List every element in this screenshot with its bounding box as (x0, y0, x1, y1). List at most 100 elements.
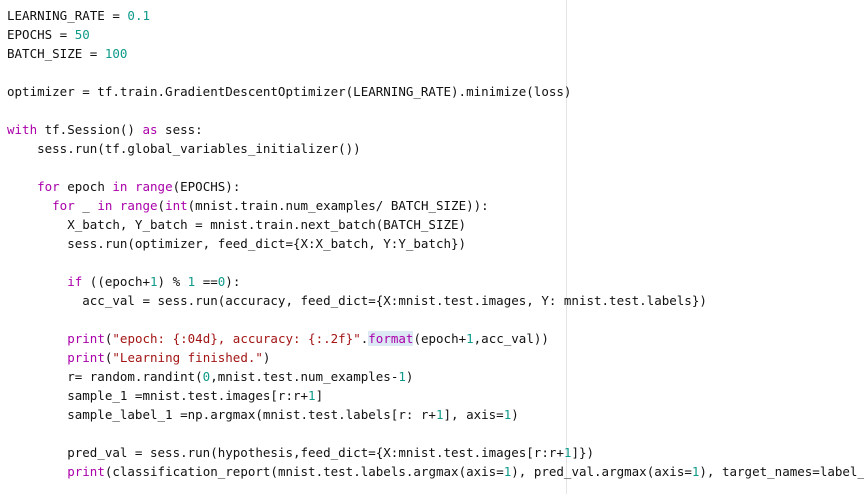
code-token-kw: for (52, 198, 75, 213)
code-line[interactable]: ​ (7, 158, 864, 177)
code-token: sess.run(tf.global_variables_initializer… (7, 141, 361, 156)
code-token-num: 50 (74, 27, 90, 42)
code-token-num: 1 (308, 388, 316, 403)
code-token: _ (74, 198, 98, 213)
code-token (7, 350, 67, 365)
code-token: ( (104, 331, 113, 346)
code-token: ), pred_val.argmax(axis= (511, 464, 692, 479)
code-line[interactable]: print("Learning finished.") (7, 348, 864, 367)
code-token-num: 0 (217, 274, 226, 289)
code-token-bi: range (119, 198, 158, 213)
code-token: ,mnist.test.num_examples- (210, 369, 399, 384)
code-token: ) (405, 369, 414, 384)
code-token-bi: format (368, 331, 414, 346)
code-token: ) (511, 407, 519, 422)
code-line[interactable]: print("epoch: {:04d}, accuracy: {:.2f}".… (7, 329, 864, 348)
code-token-kw: with (7, 122, 38, 137)
code-token (7, 179, 37, 194)
code-line[interactable]: LEARNING_RATE = 0.1 (7, 6, 864, 25)
code-token-num: 1 (187, 274, 196, 289)
code-line[interactable]: pred_val = sess.run(hypothesis,feed_dict… (7, 443, 864, 462)
code-token: ]}) (571, 445, 595, 460)
code-token-kw: for (37, 179, 60, 194)
code-line[interactable]: with tf.Session() as sess: (7, 120, 864, 139)
code-token: EPOCHS = (7, 27, 75, 42)
code-token-num: 1 (503, 464, 512, 479)
code-token-num: 1 (563, 445, 572, 460)
code-line[interactable]: ​ (7, 424, 864, 443)
code-token-str: "epoch: {:04d}, accuracy: {:.2f}" (112, 331, 361, 346)
code-token: pred_val = sess.run(hypothesis,feed_dict… (7, 445, 564, 460)
code-line[interactable]: ​ (7, 253, 864, 272)
code-token: tf.Session() (37, 122, 143, 137)
code-token (7, 198, 52, 213)
code-token: sample_label_1 =np.argmax(mnist.test.lab… (7, 407, 436, 422)
code-token: sample_1 =mnist.test.images[r:r+ (7, 388, 309, 403)
code-line[interactable]: ​ (7, 101, 864, 120)
code-token: BATCH_SIZE = (7, 46, 105, 61)
code-token-num: 1 (435, 407, 444, 422)
code-token-num: 1 (466, 331, 474, 346)
code-token: ): (225, 274, 241, 289)
code-token: (EPOCHS): (172, 179, 241, 194)
code-token: ), target_names=label_names)) (699, 464, 864, 479)
code-token-bi: print (67, 350, 105, 365)
code-token: sess: (157, 122, 203, 137)
code-line[interactable]: sess.run(tf.global_variables_initializer… (7, 139, 864, 158)
code-line[interactable]: for _ in range(int(mnist.train.num_examp… (7, 196, 864, 215)
code-token (112, 198, 120, 213)
code-line[interactable]: sample_label_1 =np.argmax(mnist.test.lab… (7, 405, 864, 424)
code-token: ) (262, 350, 271, 365)
code-token-kw: as (142, 122, 158, 137)
code-token: (mnist.train.num_examples/ BATCH_SIZE)): (187, 198, 489, 213)
code-token: ,acc_val)) (473, 331, 549, 346)
code-token-bi: print (67, 331, 105, 346)
code-token-bi: print (67, 464, 105, 479)
code-token-num: 1 (691, 464, 700, 479)
code-token: ], axis= (443, 407, 504, 422)
code-token: epoch (59, 179, 113, 194)
code-token: r= random.randint( (7, 369, 203, 384)
code-line[interactable]: ​ (7, 310, 864, 329)
code-token: (classification_report(mnist.test.labels… (104, 464, 504, 479)
code-token (7, 274, 67, 289)
code-token-num: 1 (503, 407, 512, 422)
code-token: acc_val = sess.run(accuracy, feed_dict={… (7, 293, 707, 308)
code-line[interactable]: acc_val = sess.run(accuracy, feed_dict={… (7, 291, 864, 310)
code-token-bi: range (134, 179, 173, 194)
code-token-kw: in (97, 198, 113, 213)
code-token: ((epoch+ (82, 274, 151, 289)
code-token-num: 0.1 (127, 8, 150, 23)
code-token: sess.run(optimizer, feed_dict={X:X_batch… (7, 236, 467, 251)
code-token: ) % (157, 274, 188, 289)
code-token: ( (157, 198, 166, 213)
code-line[interactable]: ​ (7, 63, 864, 82)
code-line[interactable]: BATCH_SIZE = 100 (7, 44, 864, 63)
code-token-num: 100 (104, 46, 128, 61)
code-token-kw: in (112, 179, 128, 194)
code-line[interactable]: r= random.randint(0,mnist.test.num_examp… (7, 367, 864, 386)
code-token-num: 0 (202, 369, 211, 384)
code-token: X_batch, Y_batch = mnist.train.next_batc… (7, 217, 467, 232)
code-token (127, 179, 135, 194)
code-line[interactable]: X_batch, Y_batch = mnist.train.next_batc… (7, 215, 864, 234)
code-token-bi: int (165, 198, 188, 213)
code-line[interactable]: for epoch in range(EPOCHS): (7, 177, 864, 196)
code-token-kw: if (67, 274, 83, 289)
code-token (7, 464, 67, 479)
code-line[interactable]: print(classification_report(mnist.test.l… (7, 462, 864, 481)
code-token: optimizer = tf.train.GradientDescentOpti… (7, 84, 572, 99)
code-token: == (195, 274, 218, 289)
code-line[interactable]: EPOCHS = 50 (7, 25, 864, 44)
code-line[interactable]: if ((epoch+1) % 1 ==0): (7, 272, 864, 291)
code-line[interactable]: sample_1 =mnist.test.images[r:r+1] (7, 386, 864, 405)
code-token: LEARNING_RATE = (7, 8, 128, 23)
code-token-num: 1 (150, 274, 158, 289)
code-token: ( (104, 350, 113, 365)
code-token: . (360, 331, 369, 346)
column-ruler-guide (566, 0, 567, 494)
code-line[interactable]: optimizer = tf.train.GradientDescentOpti… (7, 82, 864, 101)
code-line[interactable]: sess.run(optimizer, feed_dict={X:X_batch… (7, 234, 864, 253)
